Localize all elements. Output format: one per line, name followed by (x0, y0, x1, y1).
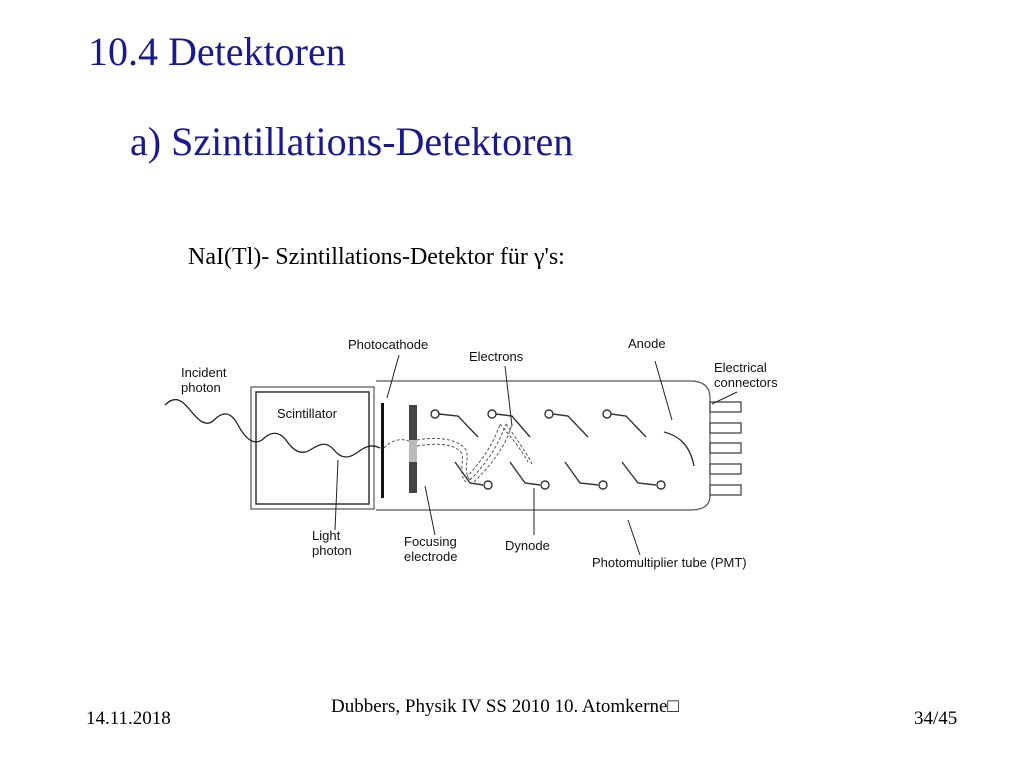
incident-photon-wave (164, 398, 359, 458)
label-incident-photon: Incident (181, 365, 227, 380)
label-scintillator: Scintillator (277, 406, 338, 421)
scintillator-outer-box (250, 386, 375, 510)
leader-lines (334, 354, 738, 556)
label-incident-photon-2: photon (181, 380, 221, 395)
footer-date: 14.11.2018 (86, 708, 171, 729)
dynodes (430, 409, 666, 490)
footer-page-number: 34/45 (914, 708, 958, 729)
label-photocathode: Photocathode (348, 337, 428, 352)
label-focusing-electrode: Focusing (404, 534, 457, 549)
label-anode: Anode (628, 336, 666, 351)
diagram-caption: NaI(Tl)- Szintillations-Detektor für γ's… (188, 244, 565, 270)
label-electrical-connectors-2: connectors (714, 375, 778, 390)
footer-source: Dubbers, Physik IV SS 2010 10. Atomkerne… (331, 696, 679, 717)
scintillator-inner-box (255, 391, 370, 505)
label-dynode: Dynode (505, 538, 550, 553)
electron-paths (416, 423, 533, 483)
label-electrons: Electrons (469, 349, 524, 364)
slide-subtitle: a) Szintillations-Detektoren (130, 119, 574, 164)
anode (663, 431, 695, 467)
label-light-photon-2: photon (312, 543, 352, 558)
photocathode (381, 403, 384, 498)
slide-title: 10.4 Detektoren (88, 29, 346, 74)
label-light-photon: Light (312, 528, 341, 543)
label-focusing-electrode-2: electrode (404, 549, 457, 564)
label-electrical-connectors: Electrical (714, 360, 767, 375)
label-pmt: Photomultiplier tube (PMT) (592, 555, 747, 570)
electrical-connector-pins (709, 401, 742, 496)
focusing-electrode-aperture (409, 440, 417, 462)
